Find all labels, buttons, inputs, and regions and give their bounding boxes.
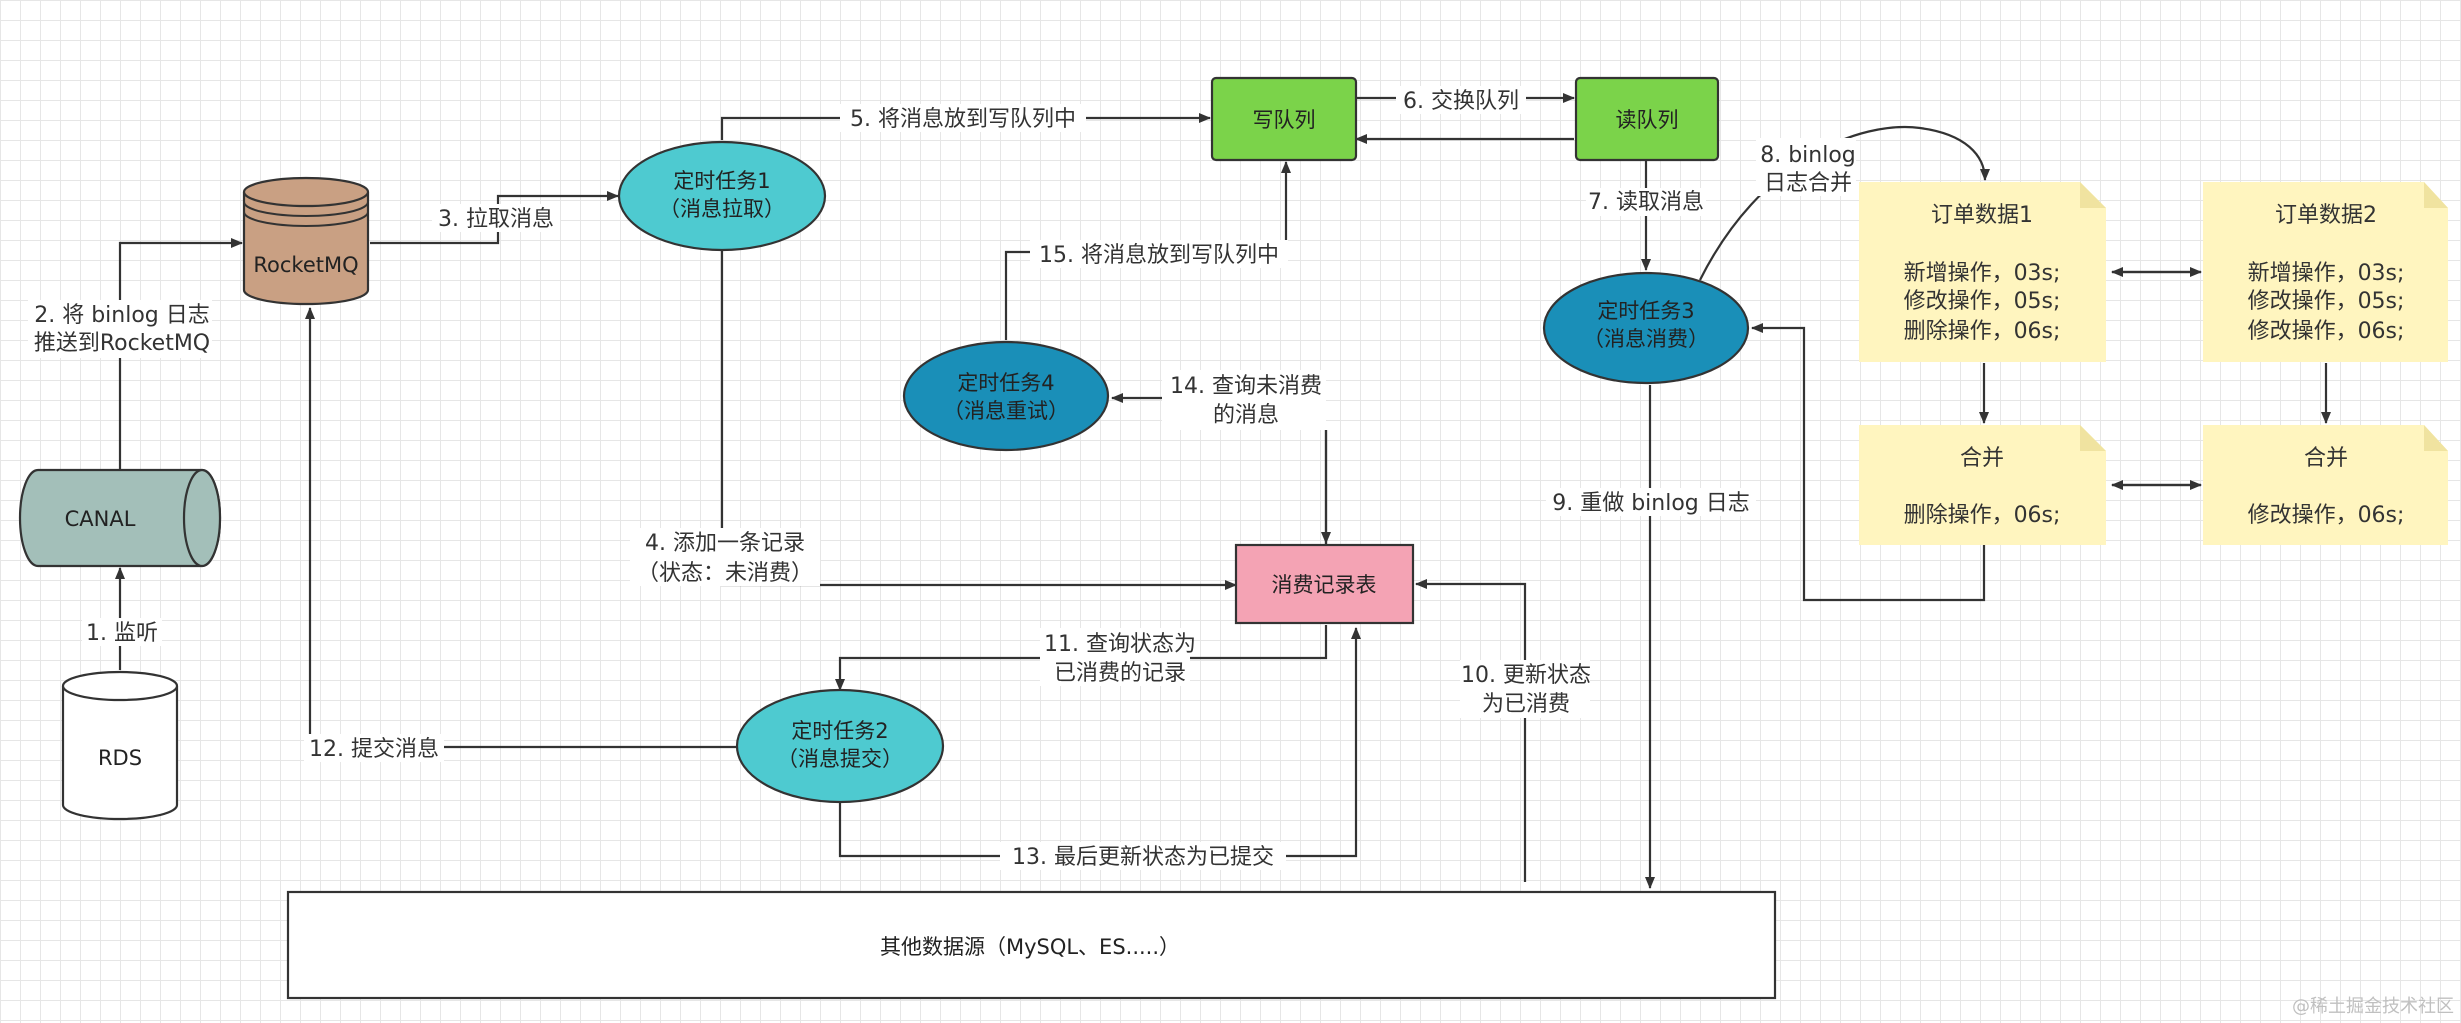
task1-title: 定时任务1 bbox=[673, 169, 770, 193]
task2-node: 定时任务2 （消息提交） bbox=[735, 688, 945, 804]
note-merge2-title: 合并 bbox=[2304, 446, 2348, 471]
note-order2-line: 修改操作，06s; bbox=[2248, 319, 2405, 344]
edge-labels: 1. 监听 2. 将 binlog 日志 推送到RocketMQ 3. 拉取消息… bbox=[28, 86, 1856, 870]
note-order1-title: 订单数据1 bbox=[1931, 203, 2033, 228]
note-order2-title: 订单数据2 bbox=[2275, 203, 2377, 228]
edge-label-13: 13. 最后更新状态为已提交 bbox=[1012, 845, 1274, 870]
task3-subtitle: （消息消费） bbox=[1583, 327, 1709, 351]
edge-label-2: 2. 将 binlog 日志 bbox=[34, 303, 210, 328]
edge-label-11: 已消费的记录 bbox=[1054, 661, 1186, 686]
read-queue-node: 读队列 bbox=[1574, 76, 1720, 162]
note-merge1-title: 合并 bbox=[1960, 446, 2004, 471]
edge-label-15: 15. 将消息放到写队列中 bbox=[1039, 243, 1279, 268]
edge-label-7: 7. 读取消息 bbox=[1588, 190, 1704, 215]
edge-merge-task3 bbox=[1751, 323, 1986, 602]
rds-label: RDS bbox=[98, 746, 142, 770]
edge-label-14: 14. 查询未消费 bbox=[1170, 374, 1322, 399]
edge-8 bbox=[1699, 126, 1990, 281]
other-sources-node: 其他数据源（MySQL、ES.....） bbox=[286, 890, 1777, 1000]
consume-table-node: 消费记录表 bbox=[1234, 543, 1415, 625]
task4-subtitle: （消息重试） bbox=[943, 399, 1069, 423]
edge-label-14: 的消息 bbox=[1213, 403, 1279, 428]
edge-label-1: 1. 监听 bbox=[86, 621, 158, 646]
note-order1-line: 新增操作，03s; bbox=[1904, 261, 2061, 286]
note-merge2-line: 修改操作，06s; bbox=[2248, 503, 2405, 528]
task4-title: 定时任务4 bbox=[957, 371, 1054, 395]
note-order2-line: 修改操作，05s; bbox=[2248, 289, 2405, 314]
edge-10 bbox=[1415, 579, 1527, 882]
edge-label-5: 5. 将消息放到写队列中 bbox=[850, 107, 1076, 132]
note-merge1-line: 删除操作，06s; bbox=[1904, 503, 2061, 528]
edge-label-2: 推送到RocketMQ bbox=[34, 331, 210, 356]
task1-subtitle: （消息拉取） bbox=[659, 197, 785, 221]
task4-node: 定时任务4 （消息重试） bbox=[902, 340, 1110, 452]
note-merge1: 合并 删除操作，06s; bbox=[1859, 425, 2106, 545]
other-sources-label: 其他数据源（MySQL、ES.....） bbox=[880, 935, 1180, 959]
edge-label-3: 3. 拉取消息 bbox=[438, 207, 554, 232]
note-merge2: 合并 修改操作，06s; bbox=[2203, 425, 2448, 545]
edge-2 bbox=[118, 238, 243, 470]
edge-label-12: 12. 提交消息 bbox=[309, 737, 439, 762]
consume-table-label: 消费记录表 bbox=[1272, 573, 1377, 597]
task1-node: 定时任务1 （消息拉取） bbox=[617, 140, 827, 252]
note-order2: 订单数据2 新增操作，03s; 修改操作，05s; 修改操作，06s; bbox=[2203, 182, 2448, 362]
task3-node: 定时任务3 （消息消费） bbox=[1542, 271, 1750, 385]
task2-title: 定时任务2 bbox=[791, 719, 888, 743]
note-order2-line: 新增操作，03s; bbox=[2248, 261, 2405, 286]
edge-label-10: 为已消费 bbox=[1482, 692, 1570, 717]
watermark: @稀土掘金技术社区 bbox=[2292, 996, 2454, 1017]
write-queue-label: 写队列 bbox=[1253, 108, 1316, 132]
note-order1-line: 修改操作，05s; bbox=[1904, 289, 2061, 314]
edge-label-4: （状态：未消费） bbox=[637, 561, 813, 586]
task3-title: 定时任务3 bbox=[1597, 299, 1694, 323]
edge-label-6: 6. 交换队列 bbox=[1403, 89, 1519, 114]
rds-database: RDS bbox=[61, 670, 179, 821]
rocketmq-node: RocketMQ bbox=[242, 176, 370, 306]
edge-label-9: 9. 重做 binlog 日志 bbox=[1552, 491, 1750, 516]
task2-subtitle: （消息提交） bbox=[777, 747, 903, 771]
edge-12 bbox=[305, 307, 740, 749]
note-order1-line: 删除操作，06s; bbox=[1904, 319, 2061, 344]
write-queue-node: 写队列 bbox=[1210, 76, 1358, 162]
rocketmq-label: RocketMQ bbox=[253, 253, 358, 277]
note-order1: 订单数据1 新增操作，03s; 修改操作，05s; 删除操作，06s; bbox=[1859, 182, 2106, 362]
edge-label-10: 10. 更新状态 bbox=[1461, 663, 1591, 688]
canal-node: CANAL bbox=[18, 468, 222, 568]
edge-label-8: 8. binlog bbox=[1760, 143, 1856, 168]
canal-label: CANAL bbox=[65, 507, 136, 531]
read-queue-label: 读队列 bbox=[1616, 108, 1679, 132]
edge-label-4: 4. 添加一条记录 bbox=[645, 531, 805, 556]
edge-label-11: 11. 查询状态为 bbox=[1044, 632, 1196, 657]
edge-label-8: 日志合并 bbox=[1764, 171, 1852, 196]
